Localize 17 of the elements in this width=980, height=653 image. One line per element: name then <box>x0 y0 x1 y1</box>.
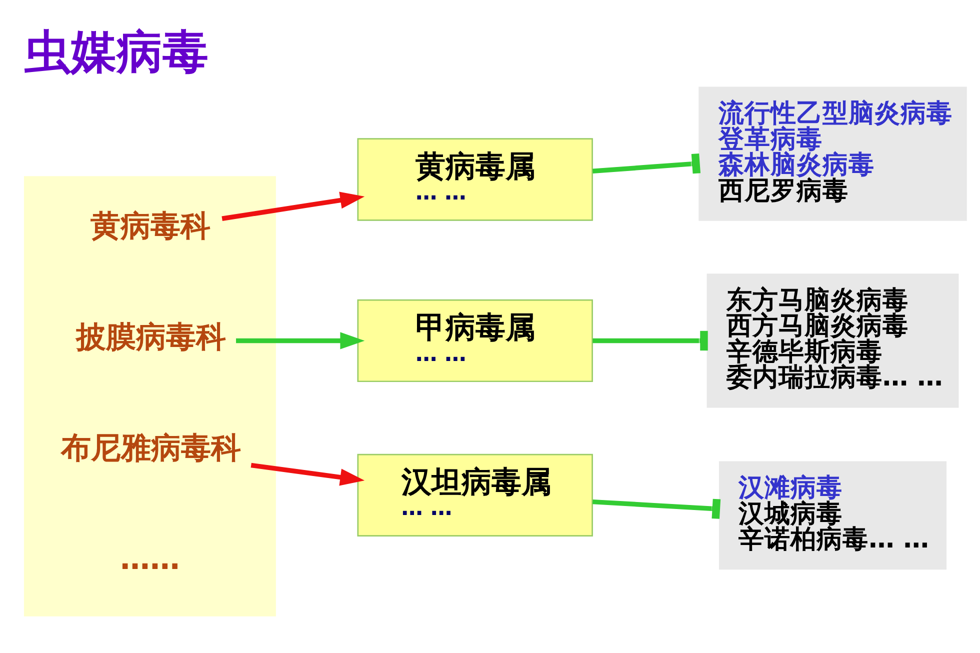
diagram-title: 虫媒病毒 <box>24 24 209 78</box>
arrow <box>222 192 365 221</box>
node-box: 汉坦病毒属 … … <box>357 454 593 536</box>
node-text: 披膜病毒科 <box>76 320 226 355</box>
node-text: …… <box>120 542 180 578</box>
node-text: 黄病毒科 <box>90 208 210 244</box>
node-text: 布尼雅病毒科 <box>61 431 242 466</box>
arrow <box>236 332 365 350</box>
node-box: 流行性乙型脑炎病毒 登革病毒 森林脑炎病毒 西尼罗病毒 <box>698 86 967 221</box>
node-box: 甲病毒属 … … <box>357 299 593 382</box>
connector <box>592 498 721 519</box>
node-box: 东方马脑炎病毒 西方马脑炎病毒 辛德毕斯病毒 委内瑞拉病毒… … <box>706 274 959 408</box>
cluster <box>24 176 276 616</box>
node-box: 黄病毒属 … … <box>357 138 593 221</box>
node-box: 汉滩病毒 汉城病毒 辛诺柏病毒… … <box>718 461 947 570</box>
connector <box>592 330 708 351</box>
connector <box>592 154 700 174</box>
